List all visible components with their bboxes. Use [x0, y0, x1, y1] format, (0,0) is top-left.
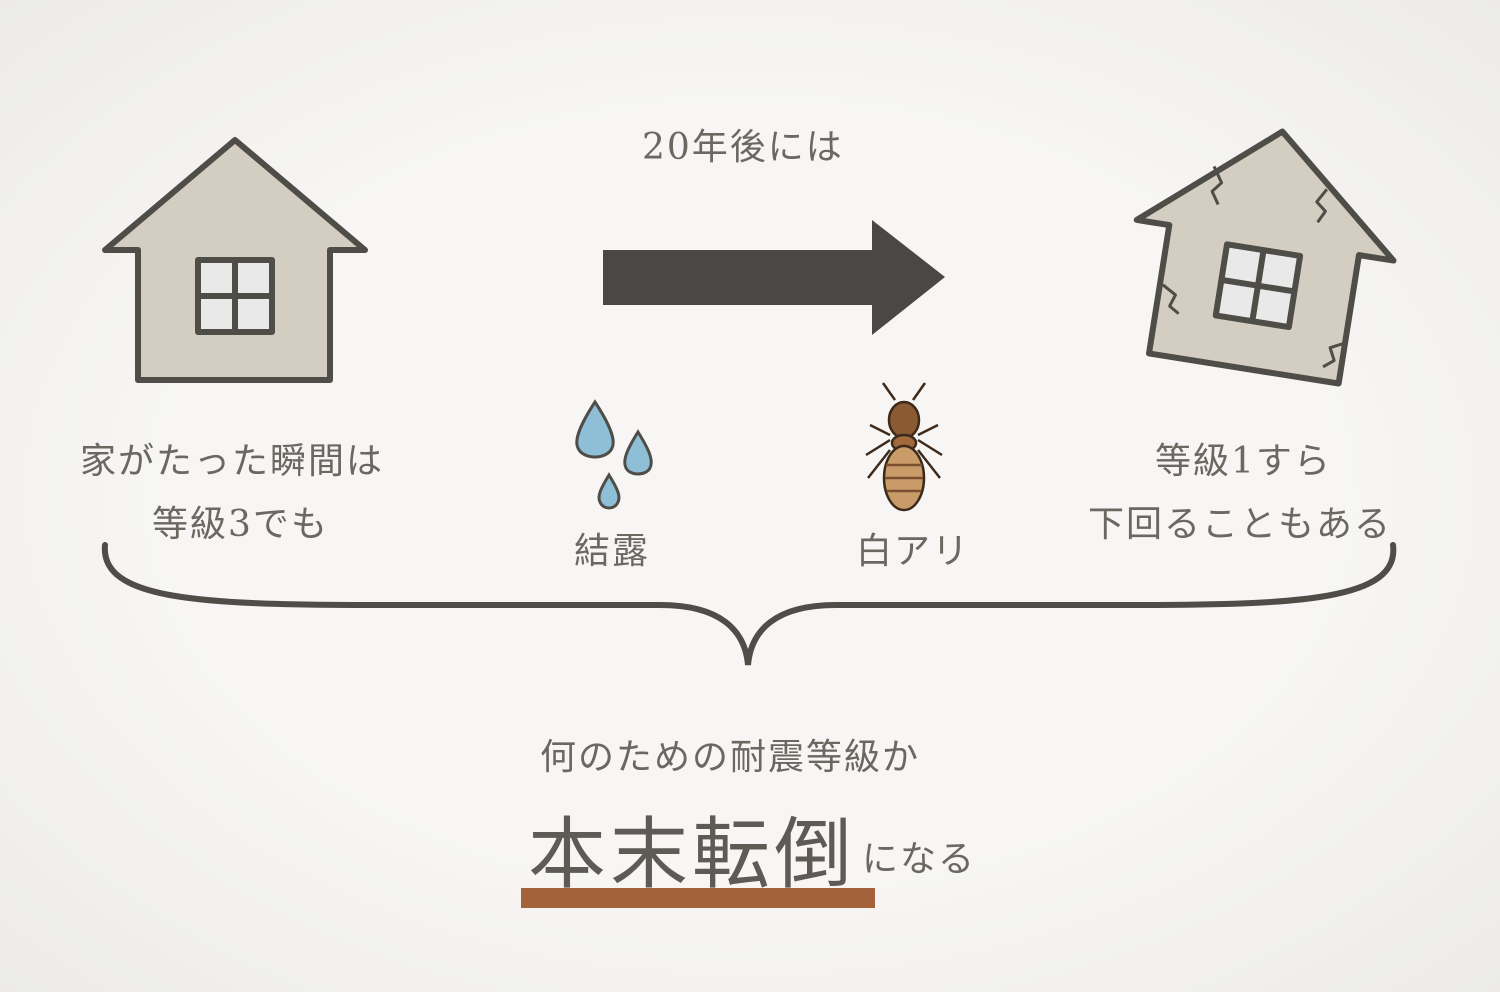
arrow-right-icon	[603, 220, 945, 335]
factor-termite-label: 白アリ	[856, 531, 971, 572]
conclusion-question: 何のための耐震等級か	[540, 737, 921, 778]
time-label: 20年後には	[642, 127, 844, 168]
right-caption-line2: 下回ることもある	[1088, 504, 1393, 545]
conclusion-suffix: になる	[862, 839, 977, 880]
emphasis-underline	[521, 888, 875, 908]
right-caption-line1: 等級1すら	[1155, 441, 1332, 482]
termite-icon	[865, 382, 943, 512]
conclusion-emphasis: 本末転倒	[528, 810, 857, 900]
left-caption-line2: 等級3でも	[152, 504, 329, 545]
water-drops-icon	[575, 399, 653, 510]
left-caption-line1: 家がたった瞬間は	[80, 441, 385, 482]
damaged-house-icon	[1133, 128, 1397, 387]
new-house-icon	[102, 137, 368, 383]
factor-condensation-label: 結露	[574, 531, 651, 572]
curly-brace	[101, 542, 1397, 666]
